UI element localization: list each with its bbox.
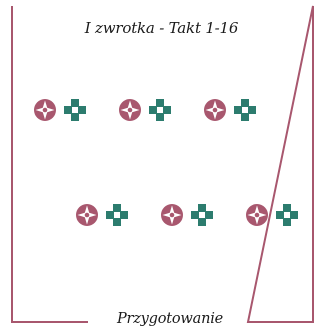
footer-label: Przygotowanie	[95, 311, 245, 327]
square-dancer-icon	[106, 204, 128, 226]
circle-dancer-icon	[76, 204, 98, 226]
circle-dancer-icon	[34, 99, 56, 121]
diagram-title: I zwrotka - Takt 1-16	[84, 19, 239, 37]
circle-dancer-icon	[246, 204, 268, 226]
frame-border	[11, 5, 314, 323]
square-dancer-icon	[64, 99, 86, 121]
circle-dancer-icon	[161, 204, 183, 226]
circle-dancer-icon	[204, 99, 226, 121]
square-dancer-icon	[149, 99, 171, 121]
square-dancer-icon	[276, 204, 298, 226]
square-dancer-icon	[191, 204, 213, 226]
square-dancer-icon	[234, 99, 256, 121]
circle-dancer-icon	[119, 99, 141, 121]
